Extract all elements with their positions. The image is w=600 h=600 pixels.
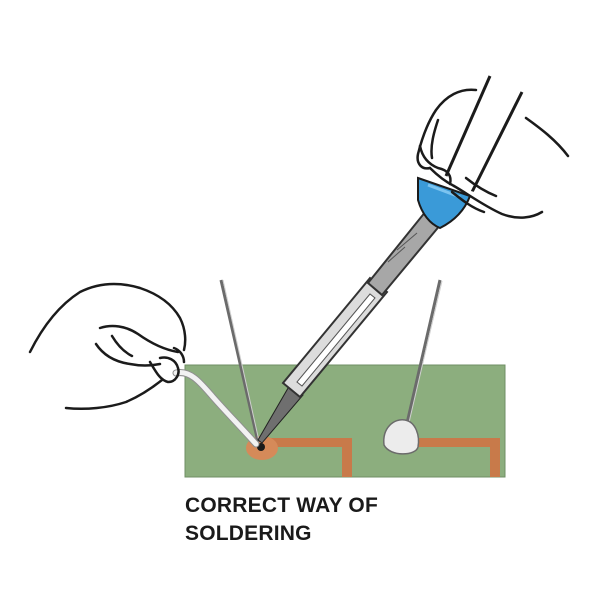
iron-handle-edge	[444, 75, 492, 177]
iron-tip	[257, 382, 304, 444]
iron-grip	[417, 176, 472, 230]
caption-line-2: SOLDERING	[185, 522, 312, 545]
component-lead-left	[219, 279, 260, 443]
iron-barrel-slot	[296, 293, 376, 387]
component-lead-right	[403, 279, 442, 433]
solder-blob	[383, 419, 420, 455]
component-lead-left-highlight	[222, 279, 260, 442]
soldering-iron-icon	[257, 75, 524, 444]
caption: CORRECT WAY OF SOLDERING	[185, 492, 485, 548]
iron-shaft-ring	[387, 246, 406, 263]
iron-shaft-ring	[396, 232, 418, 251]
right-hand-icon	[416, 88, 570, 219]
solder-wire-fill	[173, 370, 259, 447]
iron-shaft	[366, 209, 443, 297]
left-hand-icon	[28, 282, 187, 410]
component-lead-right-highlight	[406, 280, 443, 432]
caption-line-1: CORRECT WAY OF	[185, 494, 378, 517]
iron-handle-edge	[468, 91, 524, 197]
